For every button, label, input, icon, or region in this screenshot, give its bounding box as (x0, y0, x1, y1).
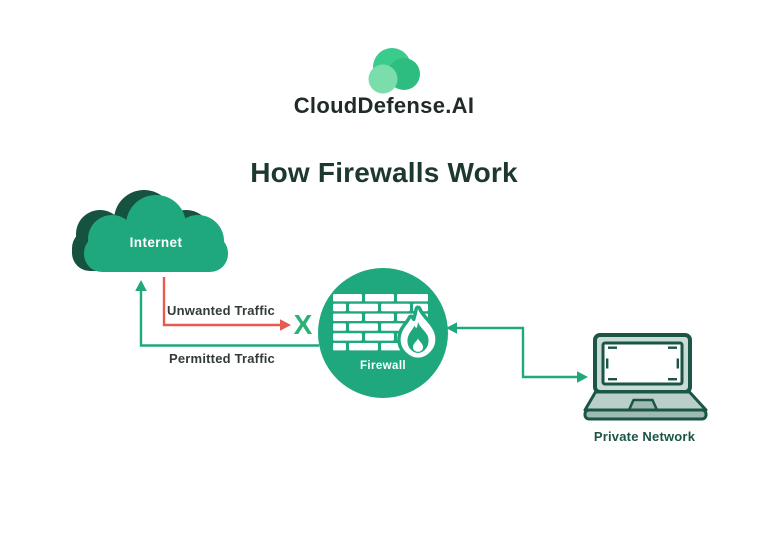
screen-tick-marks (606, 346, 679, 381)
brand-logo-icon (368, 48, 420, 94)
brand-name: CloudDefense.AI (293, 93, 475, 118)
firewall-node: Firewall (318, 268, 448, 398)
unwanted-traffic-label: Unwanted Traffic (167, 303, 275, 318)
internet-node: Internet (68, 189, 238, 281)
permitted-traffic-label: Permitted Traffic (169, 351, 275, 366)
private-network-node (583, 333, 709, 423)
private-network-label: Private Network (593, 429, 696, 444)
laptop-icon (583, 333, 708, 421)
internet-cloud-icon (72, 190, 228, 272)
firewall-label: Firewall (359, 360, 407, 372)
internet-label: Internet (129, 235, 183, 250)
brick-wall-icon (333, 294, 439, 362)
blocked-x-marker: X (293, 309, 313, 340)
flame-icon (397, 305, 439, 362)
firewall-laptop-connector (446, 322, 588, 383)
diagram-title: How Firewalls Work (250, 157, 518, 188)
